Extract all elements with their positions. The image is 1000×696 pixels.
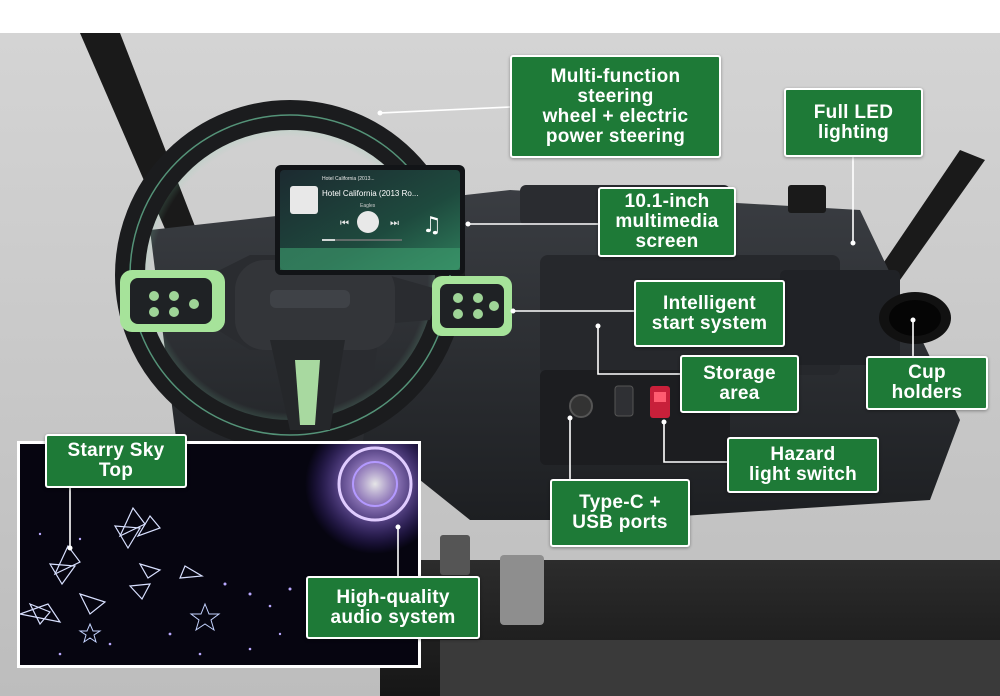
music-note-icon: ♫	[422, 213, 442, 238]
screen-header: Hotel California (2013...	[322, 176, 375, 182]
callout-led-lighting: Full LED lighting	[784, 88, 923, 157]
track-artist: Eagles	[360, 203, 376, 209]
usb-port	[569, 394, 593, 418]
speaker-icon	[305, 444, 418, 554]
album-art	[290, 186, 318, 214]
right-pillar	[880, 150, 985, 280]
play-button[interactable]	[357, 211, 379, 233]
callout-start-system: Intelligent start system	[634, 280, 785, 347]
callout-starry-sky: Starry Sky Top	[45, 434, 187, 488]
star-lights	[20, 506, 204, 626]
prev-track-icon[interactable]: ⏮	[340, 218, 349, 229]
callout-storage-area: Storage area	[680, 355, 799, 413]
callout-multimedia-screen: 10.1-inch multimedia screen	[598, 187, 736, 257]
callout-cup-holders: Cup holders	[866, 356, 988, 410]
callout-hazard-switch: Hazard light switch	[727, 437, 879, 493]
track-title: Hotel California (2013 Ro...	[322, 189, 419, 198]
callout-audio-system: High-quality audio system	[306, 576, 480, 639]
callout-steering: Multi-function steering wheel + electric…	[510, 55, 721, 158]
callout-usb-ports: Type-C + USB ports	[550, 479, 690, 547]
next-track-icon[interactable]: ⏭	[390, 218, 399, 229]
brake-pedal	[500, 555, 544, 625]
